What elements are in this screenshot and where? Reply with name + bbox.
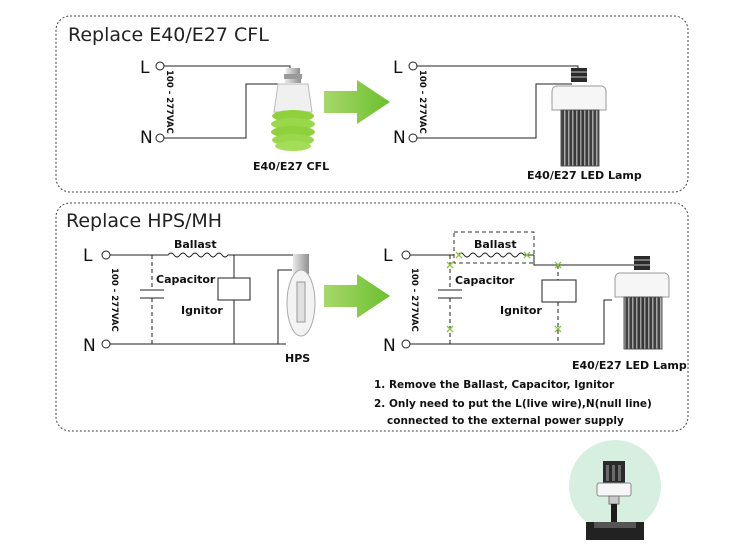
ballast-label: Ballast — [174, 238, 217, 251]
terminal-n: N — [140, 128, 153, 148]
terminal-n: N — [83, 336, 96, 356]
section-replace-cfl: Replace E40/E27 CFL L N 100 - 277VAC E40… — [55, 15, 689, 193]
terminal-l-node — [101, 250, 111, 260]
green-arrow — [324, 274, 390, 318]
terminal-n-node — [155, 133, 165, 143]
ballast-label: Ballast — [474, 238, 517, 251]
ignitor-box — [217, 277, 251, 301]
cfl-label: E40/E27 CFL — [253, 160, 329, 173]
voltage-label: 100 - 277VAC — [109, 268, 119, 332]
note-2-continued: connected to the external power supply — [387, 415, 624, 427]
ignitor-label: Ignitor — [500, 304, 542, 317]
led-lamp-product-icon — [569, 440, 661, 540]
section-title: Replace HPS/MH — [66, 210, 222, 232]
voltage-label: 100 - 277VAC — [409, 268, 419, 332]
terminal-l: L — [393, 58, 403, 78]
terminal-l-node — [155, 61, 165, 71]
led-label: E40/E27 LED Lamp — [572, 359, 687, 372]
terminal-n: N — [383, 336, 396, 356]
hps-label: HPS — [285, 352, 310, 365]
capacitor-label: Capacitor — [156, 273, 216, 286]
section-replace-hps: Replace HPS/MH L N 100 - 277VAC Ballast … — [55, 202, 689, 432]
ballast-removed-box — [453, 231, 535, 264]
green-arrow — [324, 80, 390, 124]
ignitor-box — [541, 279, 577, 303]
terminal-l-node — [401, 250, 411, 260]
led-lamp-image — [614, 256, 670, 350]
section-title: Replace E40/E27 CFL — [68, 24, 269, 46]
voltage-label: 100 - 277VAC — [417, 70, 427, 134]
hps-lamp-image — [286, 254, 316, 337]
section-border — [55, 202, 689, 432]
terminal-l: L — [140, 58, 150, 78]
ballast-coil — [110, 252, 300, 258]
terminal-l: L — [83, 246, 93, 266]
cut-marks — [446, 251, 562, 333]
note-1: 1. Remove the Ballast, Capacitor, Ignito… — [374, 379, 615, 391]
terminal-l: L — [383, 246, 393, 266]
ignitor-label: Ignitor — [181, 304, 223, 317]
terminal-n-node — [408, 133, 418, 143]
led-label: E40/E27 LED Lamp — [527, 169, 642, 182]
capacitor-label: Capacitor — [455, 274, 515, 287]
terminal-n-node — [401, 339, 411, 349]
terminal-l-node — [408, 61, 418, 71]
note-2: 2. Only need to put the L(live wire),N(n… — [374, 398, 652, 410]
terminal-n: N — [393, 128, 406, 148]
terminal-n-node — [101, 339, 111, 349]
led-lamp-image — [551, 68, 607, 167]
section-border — [55, 15, 689, 193]
voltage-label: 100 - 277VAC — [164, 70, 174, 134]
cfl-bulb-image — [271, 68, 315, 151]
